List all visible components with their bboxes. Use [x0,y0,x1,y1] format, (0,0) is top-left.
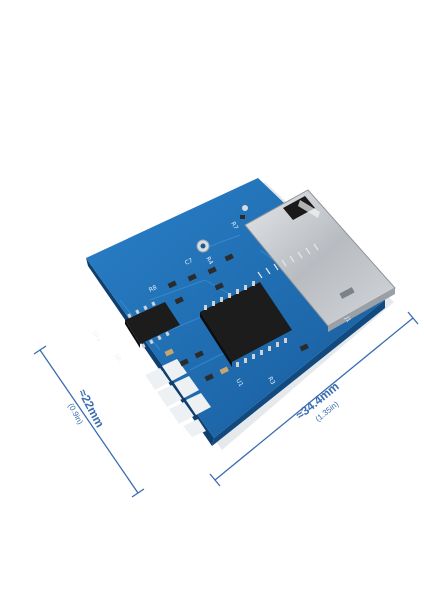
label-sp-plus: SP+ [90,330,102,344]
decoder-chip [200,281,292,367]
label-c8: C8 [156,370,166,381]
label-r8: R8 [148,284,158,294]
label-c7: C7 [184,257,194,267]
label-r3: R3 [266,376,276,387]
label-u1: U1 [234,378,244,389]
label-j1: J1 [343,315,352,324]
label-r7: R7 [229,221,239,232]
width-dimension [33,345,145,498]
length-dimension [209,311,419,487]
speaker-pads [145,359,211,437]
smd-components [164,215,309,382]
amplifier-chip [125,301,180,349]
label-r4: R4 [204,256,214,267]
board-edge-right [212,300,385,446]
connector-hole [242,205,248,211]
label-sp-minus: SP- [112,353,123,365]
microsd-slot [244,189,396,332]
